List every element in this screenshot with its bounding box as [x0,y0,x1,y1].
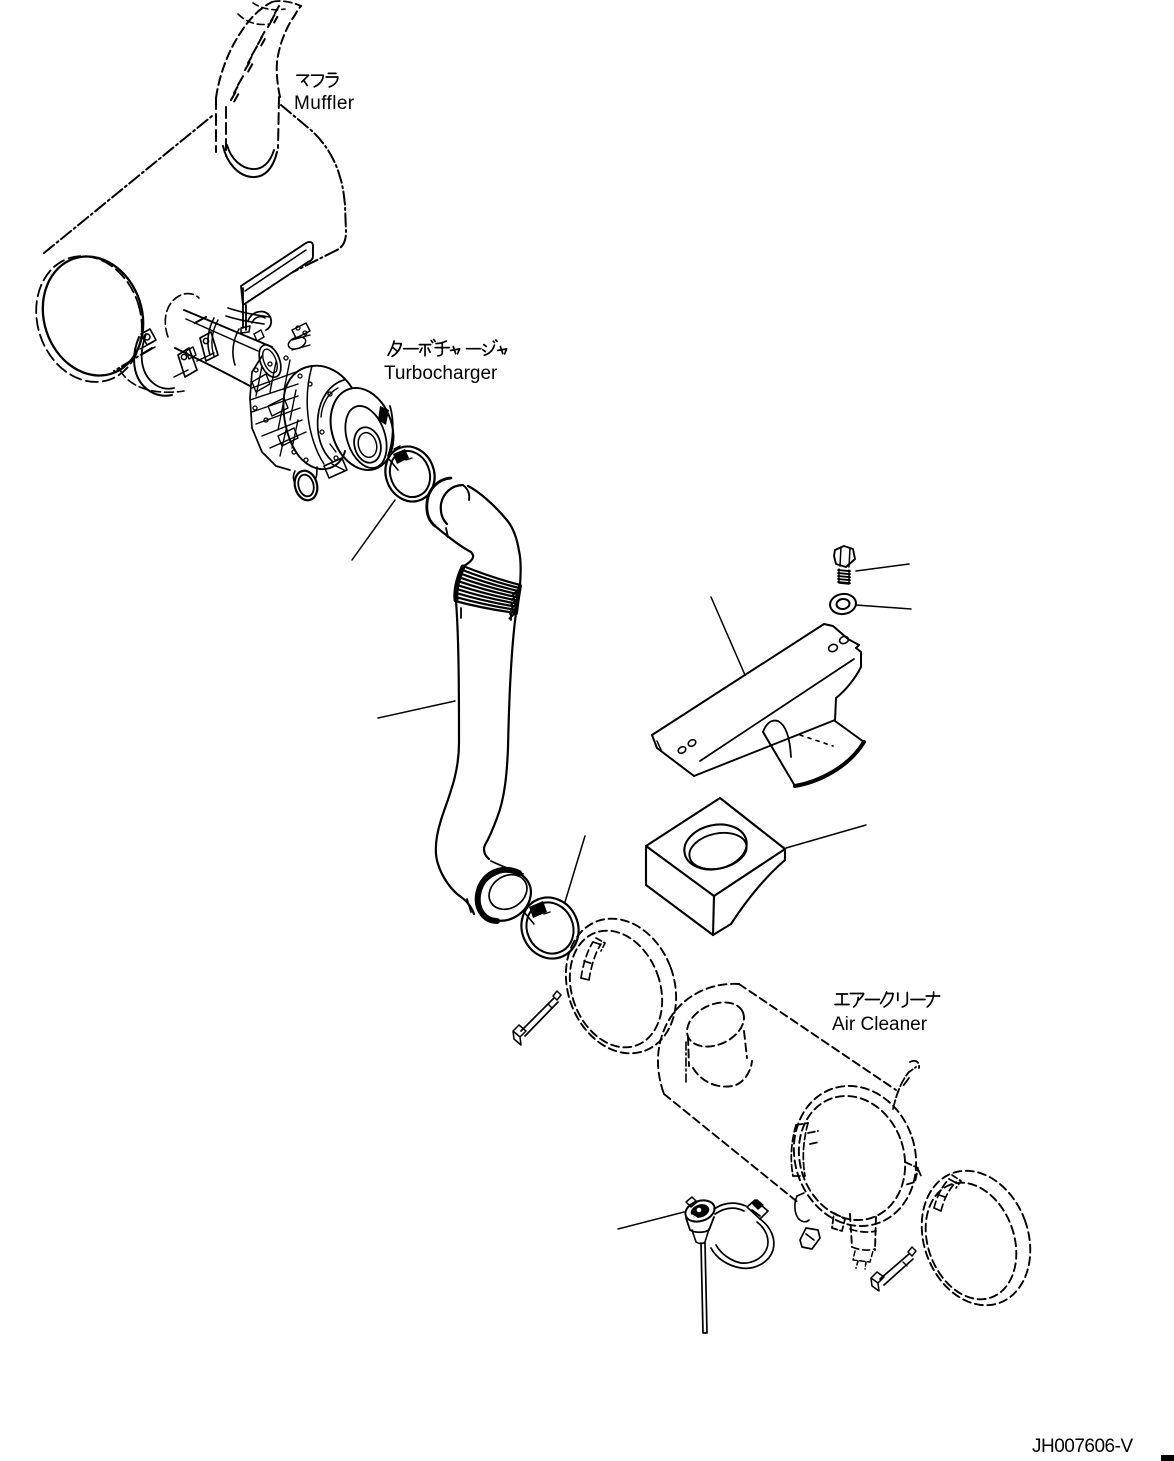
svg-text:Muffler: Muffler [294,93,355,114]
svg-text:JH007606-V: JH007606-V [1032,1436,1133,1457]
svg-text:Air Cleaner: Air Cleaner [832,1014,928,1035]
svg-text:Turbocharger: Turbocharger [384,363,498,384]
